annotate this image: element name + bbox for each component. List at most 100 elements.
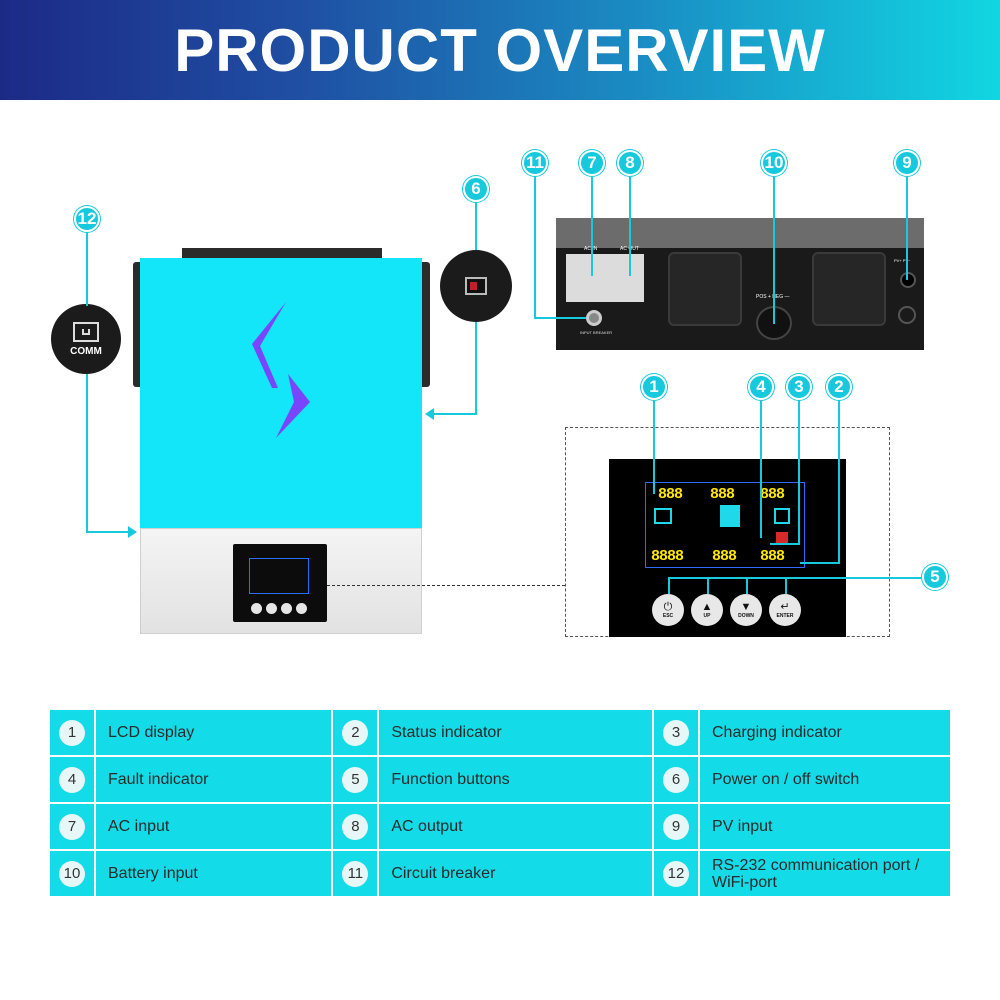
- battery-terminal-label: POS + NEG —: [756, 294, 790, 300]
- page-title: PRODUCT OVERVIEW: [174, 16, 826, 84]
- callout-line-6c: [434, 413, 477, 415]
- legend-number: 7: [59, 813, 85, 840]
- lcd-segment-1: 888: [658, 486, 683, 503]
- arrow-up-icon: ▲: [701, 600, 713, 613]
- legend-label: PV input: [700, 804, 950, 849]
- legend-num-cell: 7: [50, 804, 94, 849]
- legend-num-cell: 6: [654, 757, 698, 802]
- arrow-right-icon: [128, 526, 137, 538]
- legend-label: AC output: [379, 804, 652, 849]
- callout-10: 10: [761, 150, 787, 176]
- neg-label: NEG —: [772, 294, 790, 300]
- lcd-segment-4: 8888: [651, 548, 684, 565]
- callout-1: 1: [641, 374, 667, 400]
- legend-number: 3: [663, 719, 689, 746]
- circuit-breaker[interactable]: [586, 310, 602, 326]
- power-switch-zoom: [440, 250, 512, 322]
- pv-terminal: [900, 272, 916, 288]
- callout-line-3b: [770, 543, 800, 545]
- legend-label: AC input: [96, 804, 332, 849]
- lcd-segment-3: 888: [760, 486, 785, 503]
- pos-label: POS +: [756, 294, 771, 300]
- front-button-down[interactable]: [281, 603, 292, 614]
- callout-line-3: [798, 400, 800, 544]
- esc-button[interactable]: ⏻ ESC: [652, 594, 684, 626]
- legend-num-cell: 8: [333, 804, 378, 849]
- legend-table: 1 LCD display 2 Status indicator 3 Charg…: [48, 708, 952, 898]
- callout-11: 11: [522, 150, 548, 176]
- table-row: 1 LCD display 2 Status indicator 3 Charg…: [50, 710, 950, 755]
- callout-line-2b: [800, 562, 840, 564]
- arrow-down-icon: ▼: [740, 600, 752, 613]
- legend-num-cell: 11: [333, 851, 378, 896]
- front-lcd-screen: [249, 558, 309, 594]
- legend-num-cell: 2: [333, 710, 378, 755]
- callout-line-8: [629, 176, 631, 276]
- zoom-connector-line: [327, 585, 565, 586]
- enter-label: ENTER: [776, 612, 794, 619]
- callout-line-6b: [475, 322, 477, 414]
- legend-number: 8: [342, 813, 369, 840]
- callout-8: 8: [617, 150, 643, 176]
- up-button[interactable]: ▲ UP: [691, 594, 723, 626]
- callout-6: 6: [463, 176, 489, 202]
- lightning-logo: [252, 302, 310, 438]
- legend-num-cell: 10: [50, 851, 94, 896]
- callout-4: 4: [748, 374, 774, 400]
- callout-5: 5: [922, 564, 948, 590]
- lcd-segment-2: 888: [710, 486, 735, 503]
- front-button-enter[interactable]: [296, 603, 307, 614]
- callout-7: 7: [579, 150, 605, 176]
- callout-3: 3: [786, 374, 812, 400]
- aux-port: [898, 306, 916, 324]
- lcd-screen-zoom: [645, 482, 805, 568]
- callout-line-11b: [534, 317, 586, 319]
- enter-button[interactable]: ↵ ENTER: [769, 594, 801, 626]
- legend-number: 11: [342, 860, 369, 887]
- lcd-panel-zoom: [609, 459, 846, 637]
- callout-12: 12: [74, 206, 100, 232]
- legend-label: LCD display: [96, 710, 332, 755]
- callout-line-9: [906, 176, 908, 280]
- down-button[interactable]: ▼ DOWN: [730, 594, 762, 626]
- callout-line-4: [760, 400, 762, 538]
- legend-num-cell: 1: [50, 710, 94, 755]
- front-button-up[interactable]: [266, 603, 277, 614]
- ac-terminal-block: [566, 254, 644, 302]
- legend-num-cell: 4: [50, 757, 94, 802]
- table-row: 4 Fault indicator 5 Function buttons 6 P…: [50, 757, 950, 802]
- lcd-pv-icon: [654, 508, 672, 524]
- rocker-switch-icon: [465, 277, 487, 295]
- callout-line-1: [653, 400, 655, 494]
- legend-label: Circuit breaker: [379, 851, 652, 896]
- inverter-front-cover: [140, 258, 422, 528]
- legend-number: 9: [663, 813, 689, 840]
- front-button-esc[interactable]: [251, 603, 262, 614]
- cooling-fan-right: [812, 252, 886, 326]
- side-handle-right: [420, 262, 430, 387]
- front-lcd-panel: [233, 544, 327, 622]
- legend-label: Fault indicator: [96, 757, 332, 802]
- legend-num-cell: 5: [333, 757, 378, 802]
- legend-number: 10: [59, 860, 85, 887]
- callout-line-2: [838, 400, 840, 563]
- ac-in-label: AC IN: [584, 246, 598, 252]
- callout-line-12b: [86, 374, 88, 532]
- legend-number: 5: [342, 766, 369, 793]
- callout-line-6: [475, 200, 477, 250]
- lcd-segment-5: 888: [712, 548, 737, 565]
- side-handle-left: [133, 262, 143, 387]
- power-icon: ⏻: [663, 600, 673, 613]
- callout-9: 9: [894, 150, 920, 176]
- legend-number: 2: [342, 719, 369, 746]
- legend-label: Function buttons: [379, 757, 652, 802]
- legend-label: RS-232 communication port / WiFi-port: [700, 851, 950, 896]
- legend-label: Power on / off switch: [700, 757, 950, 802]
- legend-num-cell: 12: [654, 851, 698, 896]
- callout-line-12: [86, 230, 88, 306]
- legend-label: Status indicator: [379, 710, 652, 755]
- legend-number: 4: [59, 766, 85, 793]
- callout-line-5: [668, 577, 924, 579]
- lcd-flow-diagram-icon: [720, 505, 740, 527]
- comm-port-zoom: COMM: [51, 304, 121, 374]
